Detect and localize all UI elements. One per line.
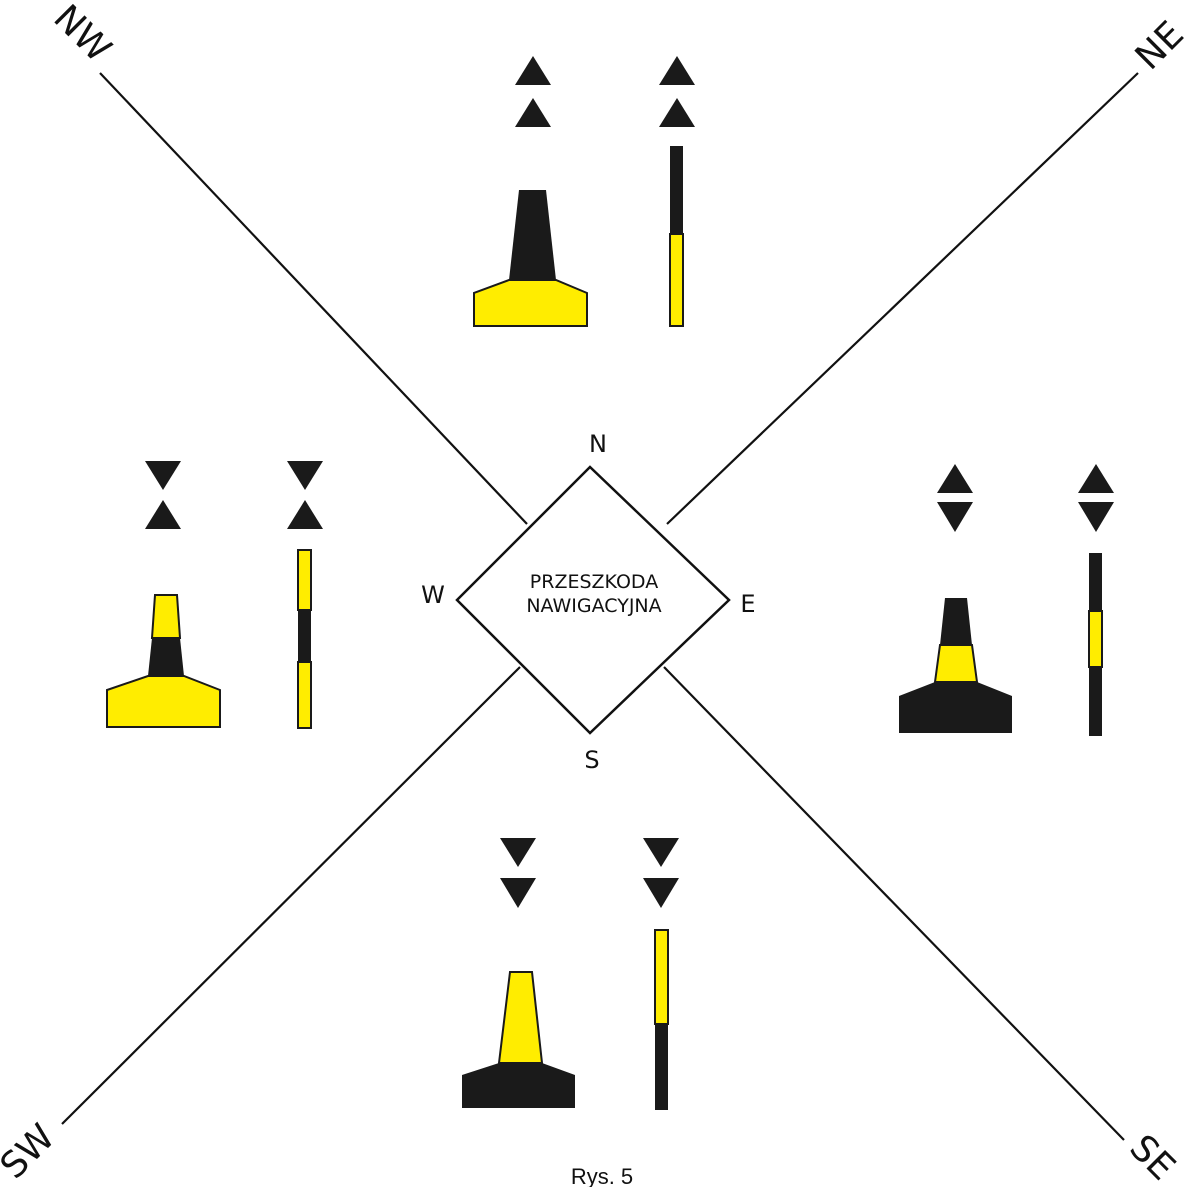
south-buoy (462, 971, 575, 1108)
ne-line (666, 72, 1139, 525)
sw-line (61, 666, 521, 1125)
compass-w: W (421, 581, 445, 609)
label-se: SE (1122, 1127, 1183, 1187)
west-spar-topmark (287, 461, 323, 529)
label-nw: NW (46, 0, 119, 70)
south-spar-topmark (643, 838, 679, 908)
south-buoy-topmark (500, 838, 536, 908)
west-spar (297, 549, 312, 729)
obstruction-diamond (455, 465, 731, 735)
north-mark (473, 56, 695, 327)
center-line2: NAWIGACYJNA (526, 595, 661, 617)
east-buoy-topmark (937, 464, 973, 532)
compass-n: N (589, 430, 607, 458)
figure-caption: Rys. 5 (571, 1164, 633, 1187)
label-ne: NE (1128, 14, 1192, 78)
east-mark (899, 464, 1114, 736)
north-spar-topmark (659, 56, 695, 127)
north-spar (669, 146, 684, 327)
north-buoy-topmark (515, 56, 551, 127)
south-spar (654, 929, 669, 1110)
se-line (663, 666, 1125, 1141)
compass-s: S (584, 746, 599, 774)
west-buoy (106, 594, 221, 728)
east-spar (1088, 553, 1103, 736)
nw-line (99, 72, 528, 525)
compass-e: E (740, 590, 755, 618)
west-buoy-topmark (145, 461, 181, 529)
south-mark (462, 838, 679, 1110)
west-mark (106, 461, 323, 729)
north-buoy (473, 190, 588, 327)
east-buoy (899, 598, 1012, 733)
center-line1: PRZESZKODA (530, 571, 658, 593)
label-sw: SW (0, 1117, 63, 1187)
east-spar-topmark (1078, 464, 1114, 532)
